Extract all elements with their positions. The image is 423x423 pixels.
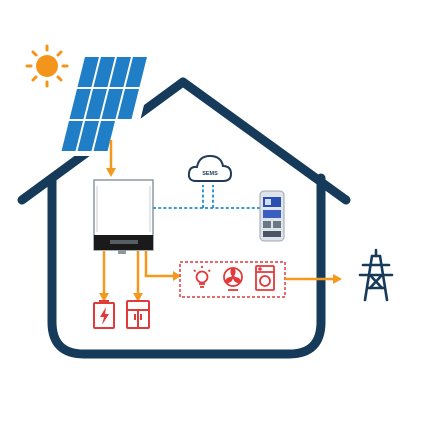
light-bulb-icon [193,266,211,288]
fan-icon [223,267,243,291]
sun-icon [25,44,69,88]
inverter-icon [93,179,154,254]
data-link [153,185,262,209]
battery-cabinet-icon [126,300,150,329]
cloud-icon: SEMS [187,154,233,182]
house-outline [17,77,351,359]
washing-machine-icon [255,265,275,291]
solar-panel-icon [57,54,157,156]
power-flow-inverter [102,251,174,295]
smart-meter-icon [259,190,285,242]
power-flow-arrowheads [99,271,181,302]
power-tower-icon [358,248,394,302]
battery-icon [93,300,115,329]
cloud-label: SEMS [202,171,218,177]
power-flow-panel-to-inverter [106,140,116,177]
power-flow-to-grid [285,274,342,284]
